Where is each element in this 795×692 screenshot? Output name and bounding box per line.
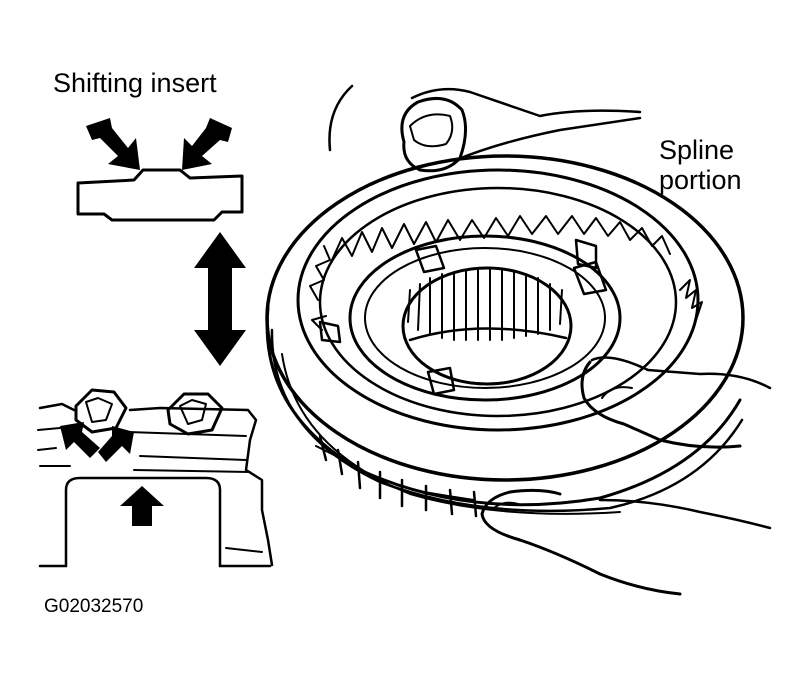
hand-bottom: [480, 488, 772, 596]
hand-right: [580, 356, 772, 449]
figure-code: G02032570: [44, 596, 144, 617]
hand-top: [328, 84, 642, 173]
ball-arrow-right-icon: [98, 426, 134, 462]
spline-label-line2: portion: [659, 165, 742, 196]
shifting-insert-part: [76, 168, 244, 222]
shifting-insert-label: Shifting insert: [53, 68, 217, 98]
up-arrow-icon: [120, 486, 164, 526]
press-arrow-right-icon: [182, 118, 232, 170]
hub-detail: [37, 388, 274, 568]
sleeve-assembly: [265, 154, 745, 518]
press-arrow-left-icon: [86, 118, 140, 170]
double-arrow-icon: [194, 232, 246, 366]
spline-label-line1: Spline: [659, 135, 735, 165]
spline-portion-label: Spline portion: [659, 135, 742, 195]
ball-arrow-left-icon: [60, 422, 100, 458]
